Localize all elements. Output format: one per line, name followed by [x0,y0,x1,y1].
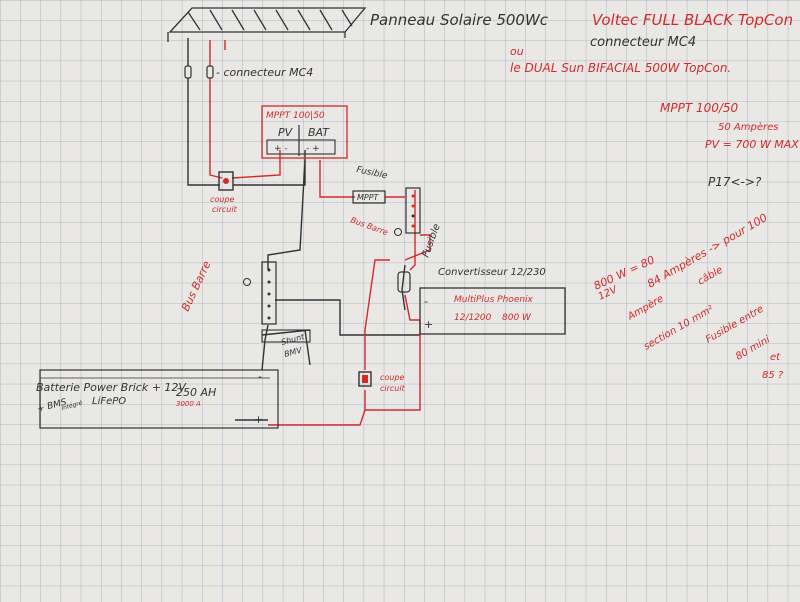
battery-current: 3000 A [176,400,201,408]
small-busbar [394,187,421,236]
title-connector: connecteur MC4 [590,35,696,50]
mppt-fuse-label: MPPT [357,193,380,202]
pv-label: PV [278,126,294,139]
title-black: Panneau Solaire 500Wc [370,11,549,29]
mppt-controller [261,105,348,159]
circuit-breaker-icon [218,171,234,191]
mppt-note-1: MPPT 100/50 [660,101,739,115]
dualsun-label: le DUAL Sun BIFACIAL 500W TopCon. [510,61,731,75]
breaker-2-label-a: coupe [380,373,404,382]
breaker-2-label-b: circuit [380,384,406,393]
multiplus-spec: 12/1200 [454,313,492,323]
multiplus-label: MultiPlus Phoenix [454,295,534,305]
pv-signs: + - [274,144,288,154]
battery-label: Batterie Power Brick + 12V [36,381,187,394]
fuse-2-icon [397,271,411,293]
mppt-note-2: 50 Ampères [718,121,778,133]
calc-9: et [770,352,781,363]
mppt-title: MPPT 100|50 [266,111,325,121]
battery-box [39,369,279,429]
inverter-label: Convertisseur 12/230 [438,267,546,278]
inverter-minus: - [424,295,428,308]
battery-capacity: 250 AH [176,386,216,399]
mppt-note-3: PV = 700 W MAX [705,138,799,151]
mc4-connectors [184,65,214,79]
title-red: Voltec FULL BLACK TopCon [592,11,793,29]
battery-chem: LiFePO [92,396,126,407]
inverter-plus: + [424,318,433,331]
main-busbar [243,261,277,325]
negative-wires [187,38,420,421]
inverter-box [419,287,566,335]
multiplus-power: 800 W [502,313,532,323]
bat-label: BAT [308,126,330,139]
fuse-holder-icon [352,190,386,204]
shunt-bmv [261,329,311,343]
breaker-1-label-a: coupe [210,195,234,204]
solar-panel [167,7,367,42]
battery-plus: + [254,413,263,426]
breaker-1-label-b: circuit [212,205,238,214]
p17-note: P17<->? [708,175,762,189]
battery-minus: - [258,370,262,383]
mc4-label: - connecteur MC4 [216,66,313,79]
calc-10: 85 ? [762,370,784,381]
circuit-breaker-2-icon [358,371,372,387]
bat-signs: - + [306,144,320,154]
or-label: ou [510,45,524,58]
